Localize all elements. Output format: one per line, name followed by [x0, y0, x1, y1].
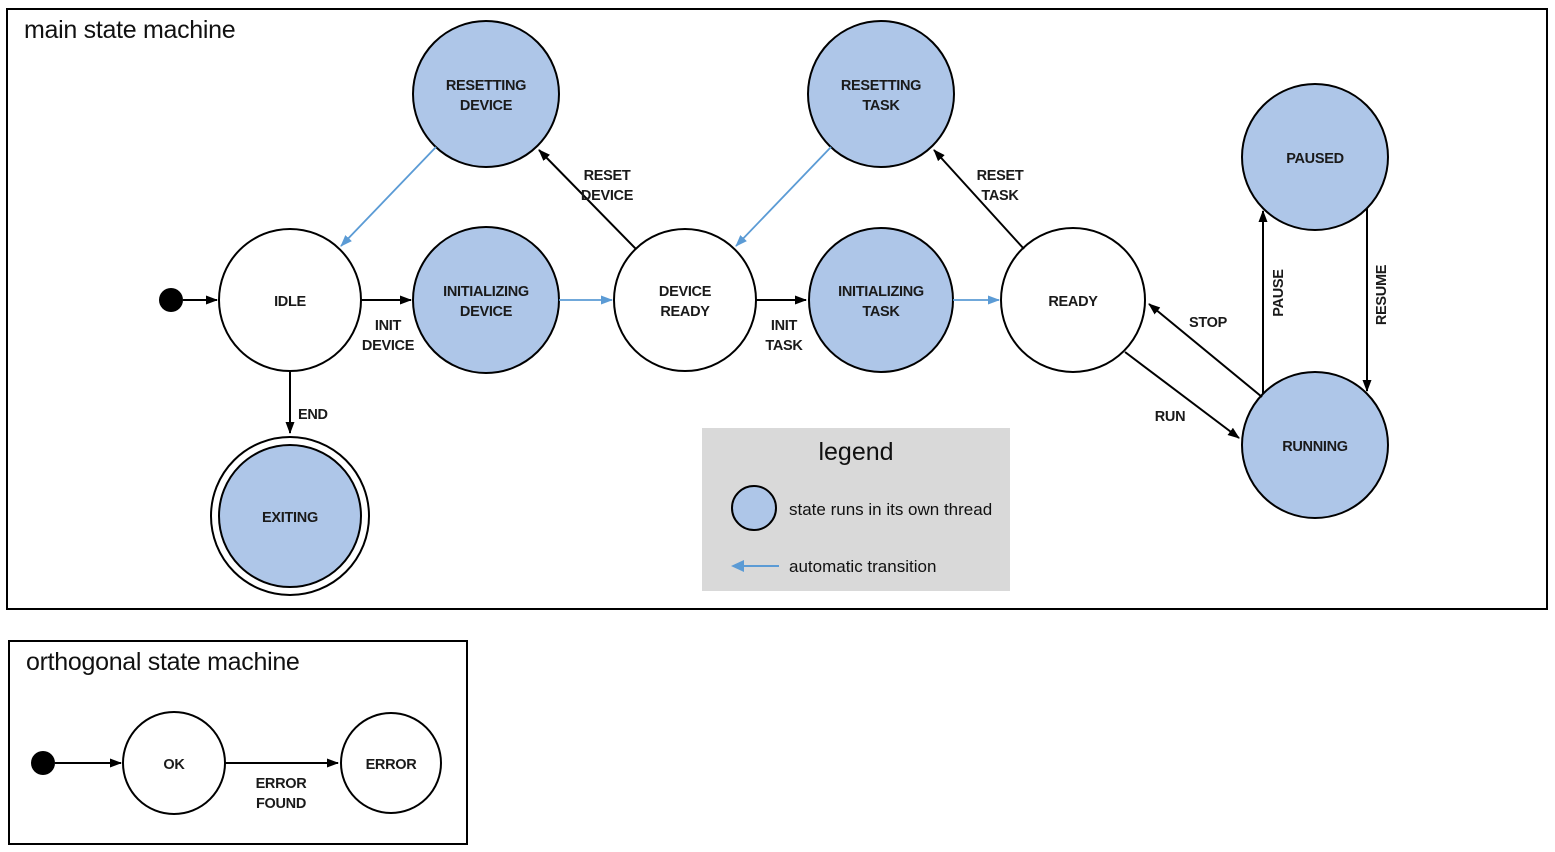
legend-auto-label: automatic transition — [789, 557, 937, 576]
legend-box: legend state runs in its own thread auto… — [702, 428, 1010, 591]
legend-title: legend — [818, 438, 894, 466]
arrow-shaft — [741, 564, 779, 568]
thread-state-swatch-icon — [731, 485, 777, 531]
main-state-machine-title: main state machine — [24, 16, 236, 44]
arrow-head — [731, 560, 744, 572]
automatic-transition-arrow-icon — [731, 560, 779, 572]
legend-thread-label: state runs in its own thread — [789, 500, 993, 519]
orthogonal-state-machine-box: orthogonal state machine — [8, 640, 468, 845]
main-state-machine-box: main state machine — [6, 8, 1548, 610]
orthogonal-state-machine-title: orthogonal state machine — [26, 648, 300, 676]
